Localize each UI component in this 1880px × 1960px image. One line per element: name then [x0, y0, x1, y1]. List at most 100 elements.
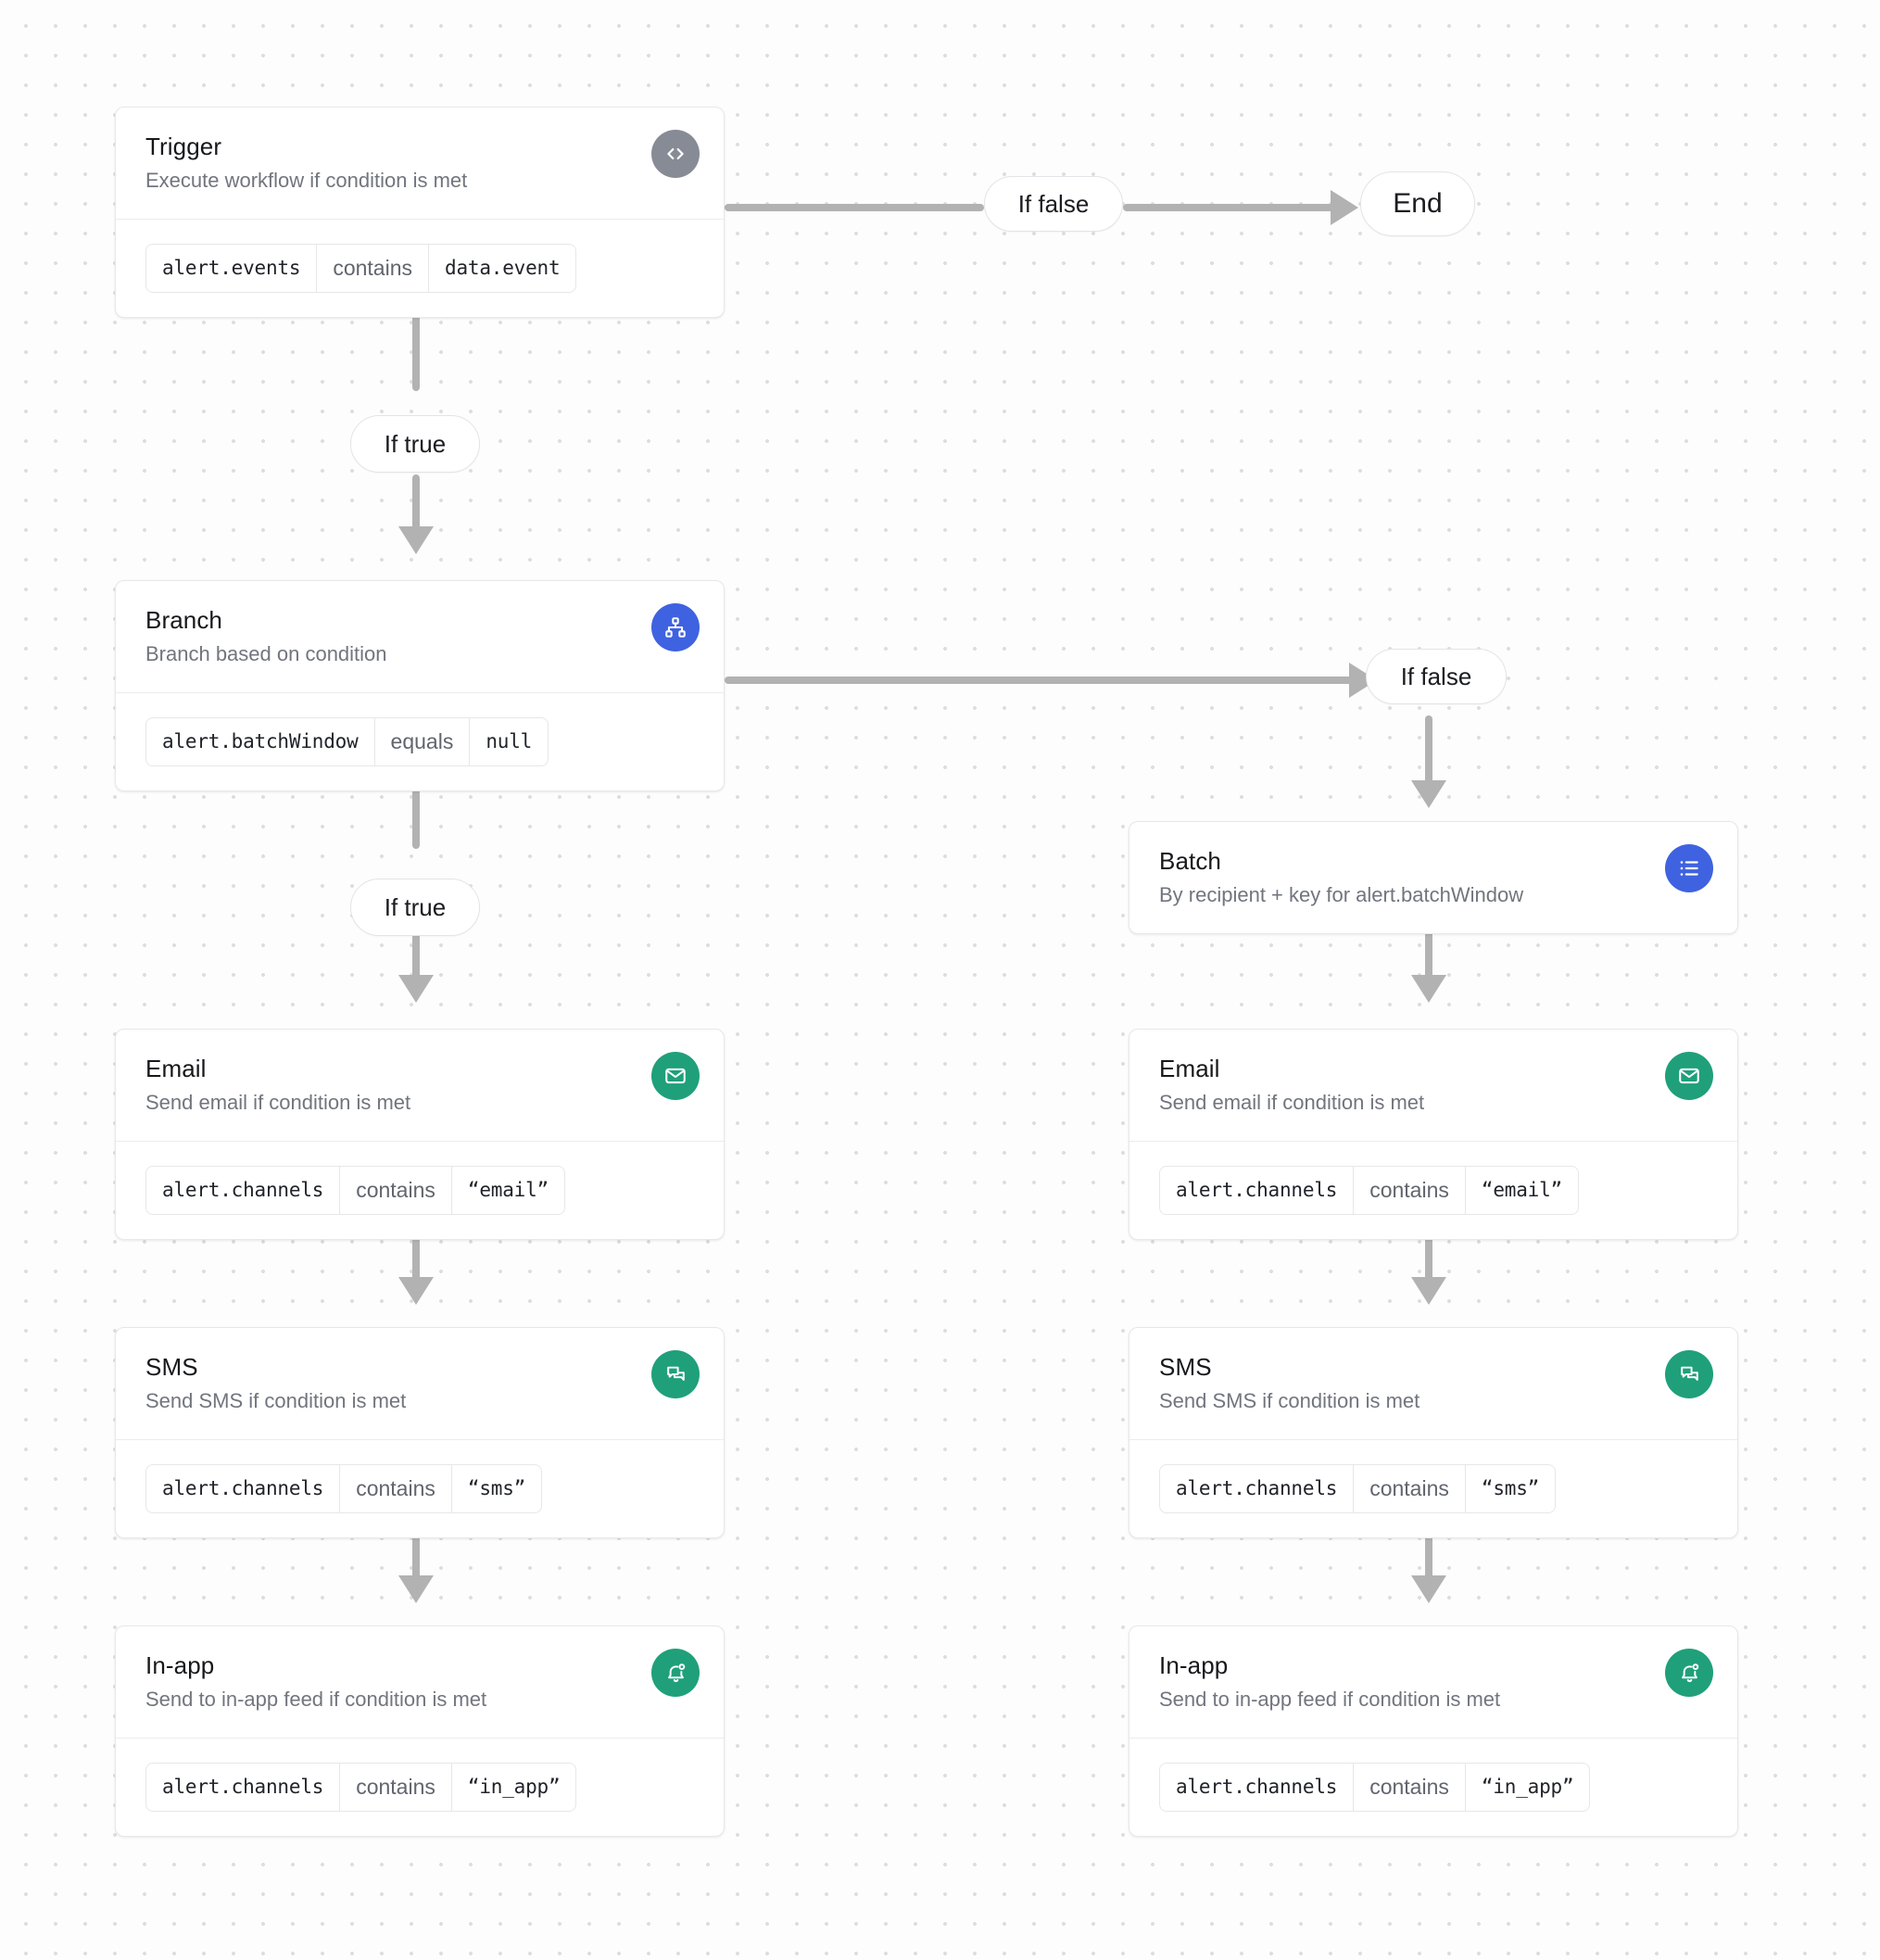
connector-sms-to-inapp-right [1425, 1531, 1432, 1579]
arrow-to-end-icon [1331, 190, 1358, 225]
condition-field: alert.channels [162, 1776, 324, 1799]
connector-iffalse-to-batch [1425, 715, 1432, 788]
node-trigger-body: alert.events contains data.event [116, 220, 724, 317]
condition-operator: contains [1353, 1763, 1466, 1812]
condition-operator: contains [1353, 1464, 1466, 1513]
chat-bubbles-icon [1665, 1350, 1713, 1398]
condition-chip-inapp-right[interactable]: alert.channels contains “in_app” [1159, 1762, 1591, 1813]
node-inapp-right-header: In-app Send to in-app feed if condition … [1129, 1626, 1737, 1738]
node-email-left[interactable]: Email Send email if condition is met ale… [115, 1029, 725, 1241]
arrow-to-sms-right-icon [1411, 1277, 1446, 1305]
node-sms-right-subtitle: Send SMS if condition is met [1159, 1389, 1420, 1413]
node-sms-right-title: SMS [1159, 1353, 1212, 1381]
node-batch-subtitle: By recipient + key for alert.batchWindow [1159, 883, 1524, 907]
connector-email-to-sms-left [412, 1233, 420, 1281]
condition-field: alert.channels [162, 1179, 324, 1202]
node-branch[interactable]: Branch Branch based on condition alert.b… [115, 580, 725, 792]
node-batch[interactable]: Batch By recipient + key for alert.batch… [1129, 821, 1738, 934]
sitemap-icon [651, 603, 700, 651]
code-brackets-icon [651, 130, 700, 178]
bell-dot-icon [651, 1649, 700, 1697]
node-inapp-left[interactable]: In-app Send to in-app feed if condition … [115, 1625, 725, 1838]
node-batch-title: Batch [1159, 847, 1221, 875]
condition-chip-email-right[interactable]: alert.channels contains “email” [1159, 1165, 1579, 1216]
node-trigger-subtitle: Execute workflow if condition is met [145, 169, 468, 193]
node-sms-left-header: SMS Send SMS if condition is met [116, 1328, 724, 1439]
node-sms-left-title: SMS [145, 1353, 198, 1381]
condition-chip-sms-right[interactable]: alert.channels contains “sms” [1159, 1463, 1557, 1514]
edge-label-branch-if-true[interactable]: If true [350, 879, 480, 936]
node-sms-right-header: SMS Send SMS if condition is met [1129, 1328, 1737, 1439]
node-email-right-subtitle: Send email if condition is met [1159, 1091, 1425, 1115]
arrow-to-inapp-left-icon [398, 1575, 434, 1603]
condition-operator: contains [1353, 1166, 1466, 1215]
node-end[interactable]: End [1360, 171, 1475, 236]
node-email-left-body: alert.channels contains “email” [116, 1142, 724, 1239]
condition-chip-sms-left[interactable]: alert.channels contains “sms” [145, 1463, 543, 1514]
condition-chip-trigger[interactable]: alert.events contains data.event [145, 243, 577, 294]
node-inapp-right-subtitle: Send to in-app feed if condition is met [1159, 1688, 1501, 1712]
edge-label-text: If true [384, 892, 447, 921]
edge-label-text: If true [384, 429, 447, 458]
condition-value: data.event [445, 257, 561, 280]
condition-chip-email-left[interactable]: alert.channels contains “email” [145, 1165, 565, 1216]
condition-field: alert.channels [1176, 1477, 1338, 1500]
connector-batch-to-email-right [1425, 927, 1432, 980]
connector-trigger-to-iftrue [412, 311, 420, 391]
node-email-right-header: Email Send email if condition is met [1129, 1030, 1737, 1141]
node-sms-left-subtitle: Send SMS if condition is met [145, 1389, 407, 1413]
node-inapp-left-header: In-app Send to in-app feed if condition … [116, 1626, 724, 1738]
condition-field: alert.channels [1176, 1179, 1338, 1202]
node-inapp-right-body: alert.channels contains “in_app” [1129, 1739, 1737, 1836]
node-email-right[interactable]: Email Send email if condition is met ale… [1129, 1029, 1738, 1241]
condition-value: “sms” [1481, 1477, 1540, 1500]
condition-value: null [486, 730, 533, 753]
node-end-label: End [1393, 188, 1443, 219]
connector-trigger-to-iffalse [725, 204, 984, 211]
node-sms-right-body: alert.channels contains “sms” [1129, 1440, 1737, 1537]
condition-operator: contains [316, 244, 429, 293]
arrow-to-inapp-right-icon [1411, 1575, 1446, 1603]
node-email-right-divider [1129, 1140, 1737, 1142]
condition-value: “email” [467, 1179, 549, 1202]
connector-branch-to-iffalse [725, 677, 1355, 684]
node-sms-left[interactable]: SMS Send SMS if condition is met alert.c… [115, 1327, 725, 1539]
node-inapp-right[interactable]: In-app Send to in-app feed if condition … [1129, 1625, 1738, 1838]
node-email-left-title: Email [145, 1055, 207, 1082]
node-email-left-subtitle: Send email if condition is met [145, 1091, 411, 1115]
connector-email-to-sms-right [1425, 1233, 1432, 1281]
node-trigger[interactable]: Trigger Execute workflow if condition is… [115, 107, 725, 319]
node-email-right-title: Email [1159, 1055, 1220, 1082]
node-inapp-left-divider [116, 1737, 724, 1739]
arrow-to-email-left-icon [398, 975, 434, 1003]
edge-label-trigger-if-true[interactable]: If true [350, 415, 480, 473]
connector-iftrue-to-branch [412, 474, 420, 532]
condition-field: alert.batchWindow [162, 730, 359, 753]
edge-label-branch-if-false[interactable]: If false [1366, 649, 1507, 704]
condition-field: alert.channels [1176, 1776, 1338, 1799]
arrow-to-email-right-icon [1411, 975, 1446, 1003]
condition-operator: contains [339, 1763, 452, 1812]
node-sms-left-body: alert.channels contains “sms” [116, 1440, 724, 1537]
condition-operator: contains [339, 1464, 452, 1513]
connector-branch-to-iftrue [412, 782, 420, 849]
node-inapp-left-title: In-app [145, 1651, 215, 1679]
condition-chip-inapp-left[interactable]: alert.channels contains “in_app” [145, 1762, 577, 1813]
bell-dot-icon [1665, 1649, 1713, 1697]
condition-field: alert.channels [162, 1477, 324, 1500]
connector-iffalse-to-end [1123, 204, 1336, 211]
arrow-to-branch-icon [398, 526, 434, 554]
node-email-left-divider [116, 1140, 724, 1142]
envelope-icon [1665, 1052, 1713, 1100]
node-trigger-title: Trigger [145, 133, 222, 160]
node-branch-divider [116, 691, 724, 693]
edge-label-trigger-if-false[interactable]: If false [984, 176, 1123, 232]
condition-chip-branch[interactable]: alert.batchWindow equals null [145, 716, 549, 767]
condition-value: “in_app” [1481, 1776, 1574, 1799]
node-branch-title: Branch [145, 606, 222, 634]
node-inapp-left-body: alert.channels contains “in_app” [116, 1739, 724, 1836]
node-email-left-header: Email Send email if condition is met [116, 1030, 724, 1141]
condition-value: “sms” [467, 1477, 526, 1500]
node-sms-right[interactable]: SMS Send SMS if condition is met alert.c… [1129, 1327, 1738, 1539]
